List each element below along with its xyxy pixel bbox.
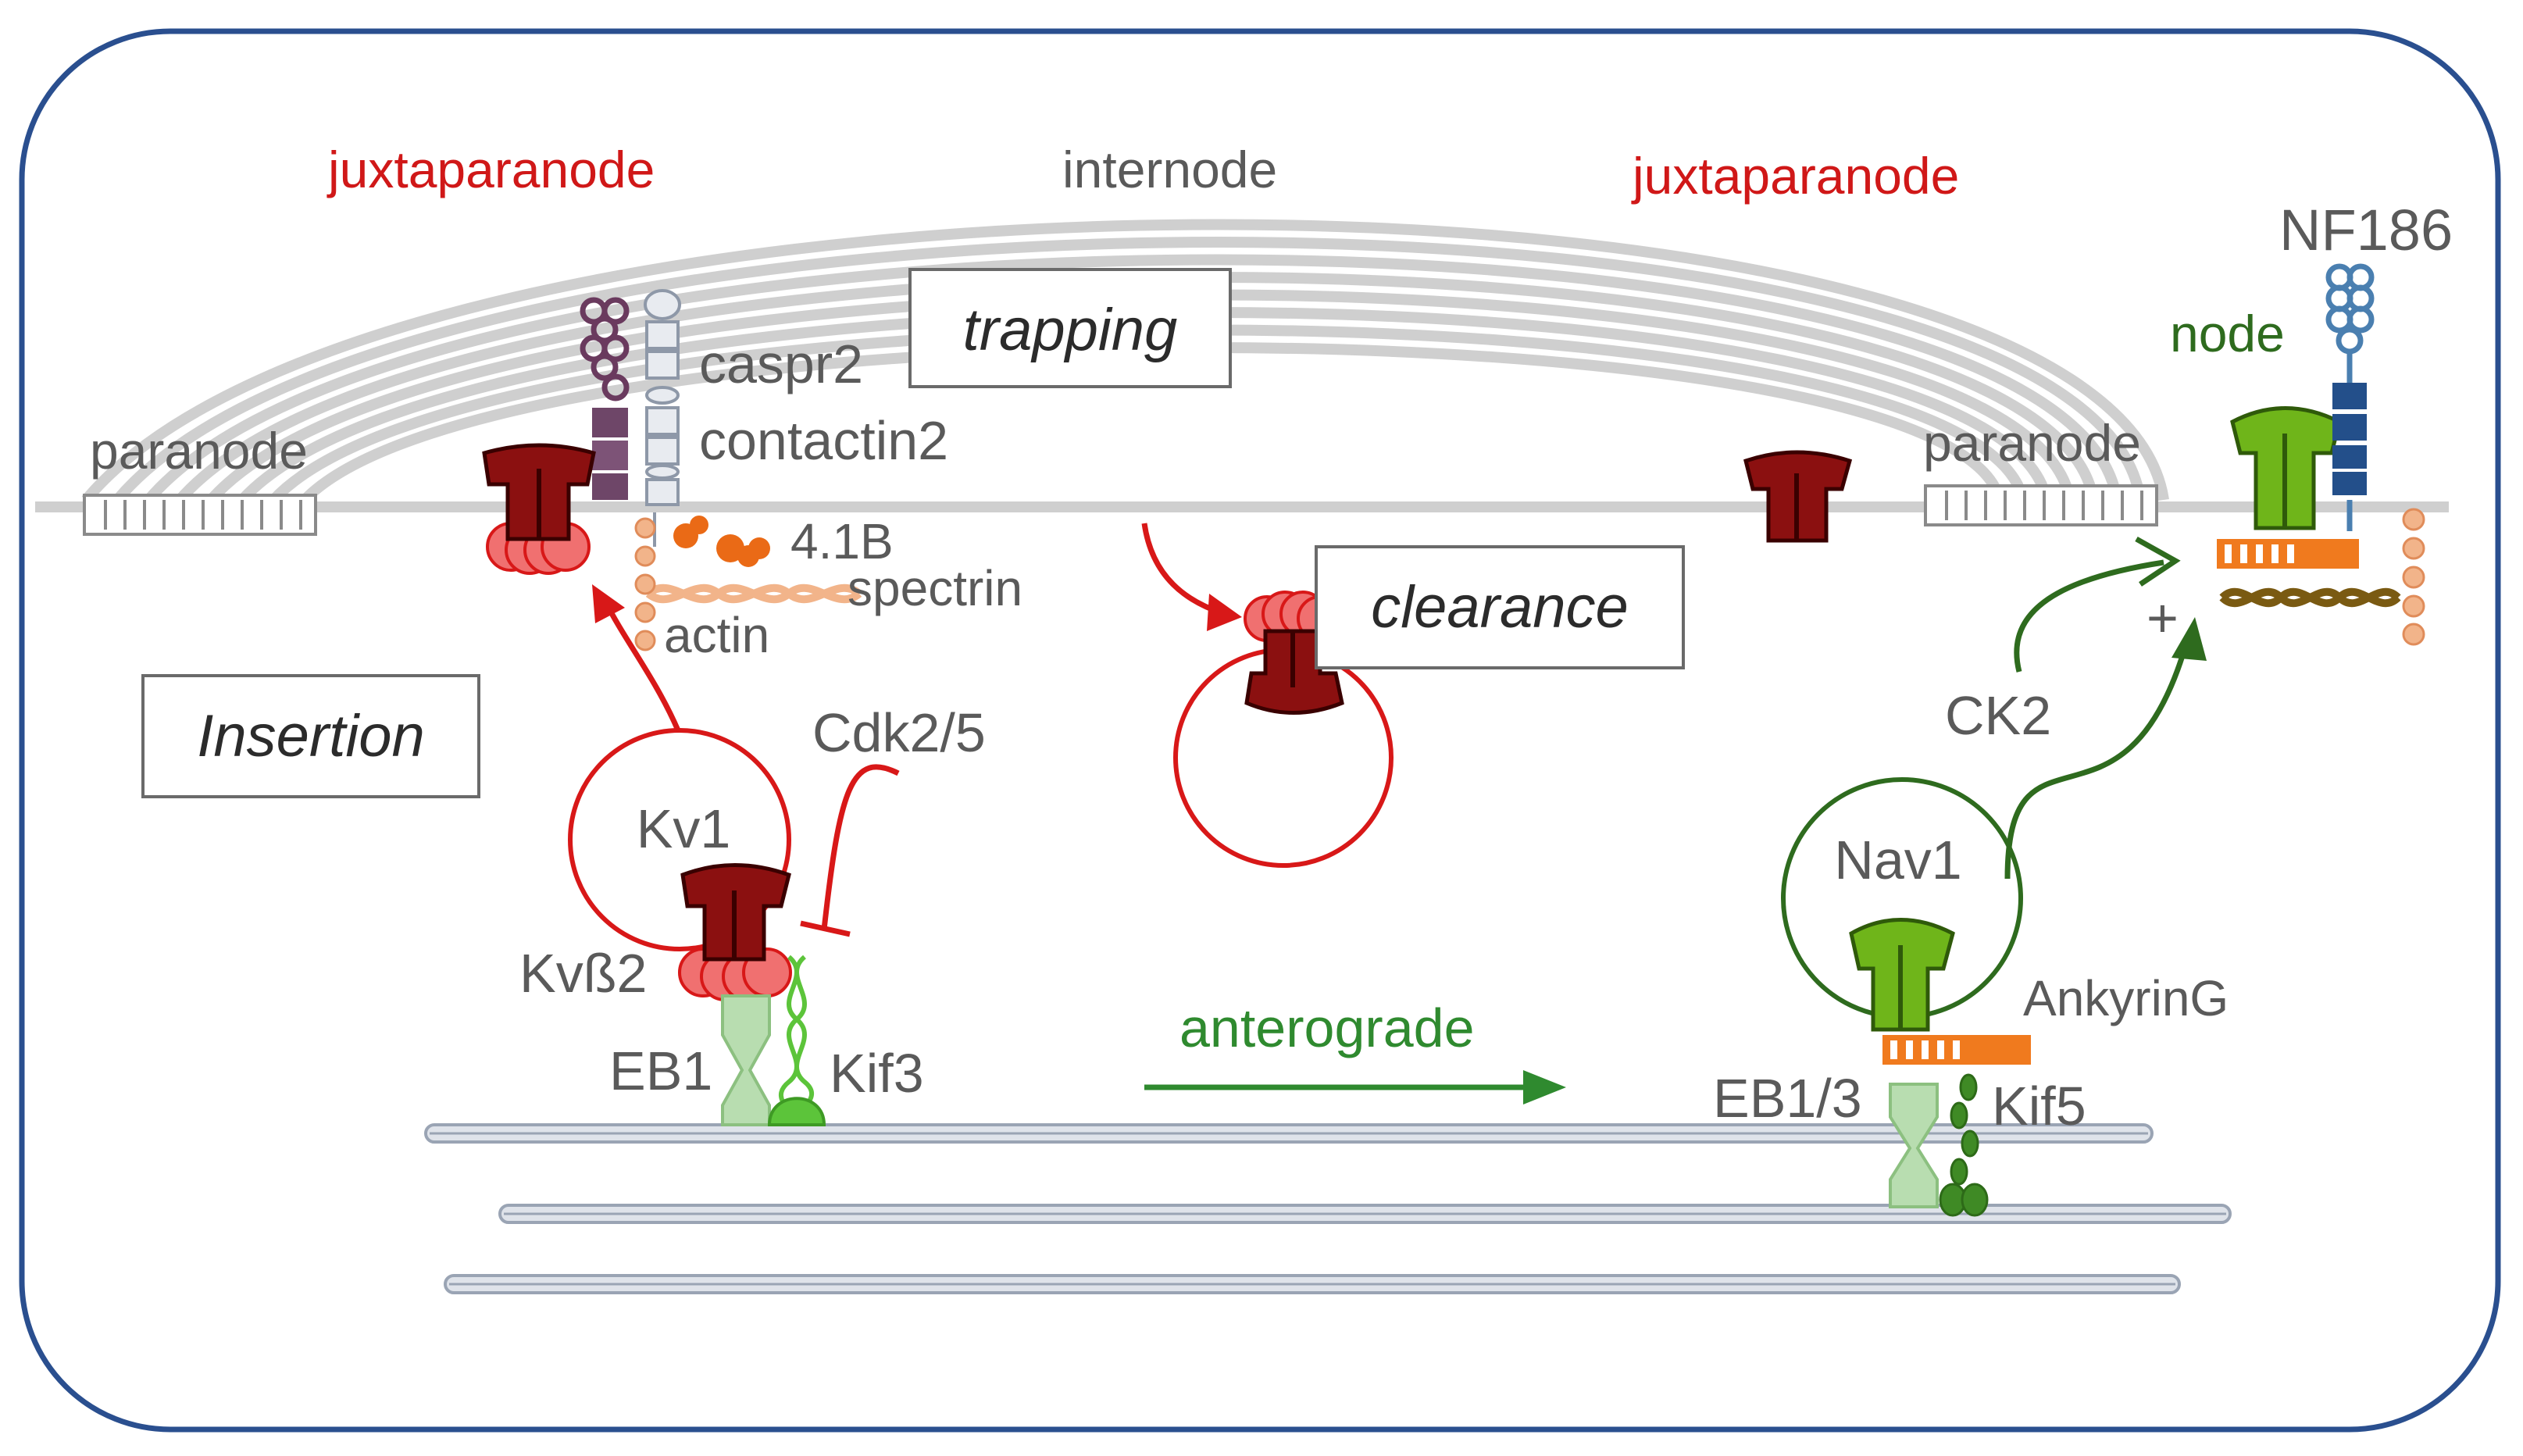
paranode-left-label: paranode bbox=[90, 422, 308, 480]
kv1-channel-membrane-left bbox=[482, 443, 596, 575]
eb13-label: EB1/3 bbox=[1713, 1068, 1862, 1129]
eb1-protein-shape bbox=[721, 994, 771, 1126]
internode-label: internode bbox=[1062, 141, 1277, 198]
spectrin-actin-shape bbox=[645, 583, 862, 604]
microtubule-3 bbox=[444, 1274, 2181, 1294]
protein-41b-label: 4.1B bbox=[790, 513, 894, 569]
nf186-protein-shape bbox=[2325, 263, 2375, 531]
nav1-label: Nav1 bbox=[1834, 830, 1961, 890]
kif3-label: Kif3 bbox=[830, 1043, 924, 1104]
ck2-arrow-upper bbox=[2014, 559, 2164, 673]
paranode-right-label: paranode bbox=[1923, 414, 2141, 472]
anterograde-arrowhead bbox=[1523, 1070, 1566, 1104]
eb1-label: EB1 bbox=[609, 1040, 712, 1101]
juxtaparanode-left-label: juxtaparanode bbox=[327, 141, 655, 198]
cdk25-inhibition-bar bbox=[800, 920, 851, 937]
clearance-box bbox=[1315, 545, 1685, 669]
kv1-label: Kv1 bbox=[637, 798, 731, 859]
insertion-label: Insertion bbox=[197, 703, 425, 769]
ankyring-label: AnkyrinG bbox=[2023, 970, 2229, 1026]
caspr2-label: caspr2 bbox=[699, 334, 863, 394]
ankyring-bar-vesicle bbox=[1882, 1035, 2031, 1065]
nav1-channel-vesicle bbox=[1849, 918, 1955, 1032]
nf186-label: NF186 bbox=[2279, 198, 2453, 262]
kif5-motor-shape bbox=[1939, 1073, 1989, 1217]
eb13-protein-shape bbox=[1889, 1083, 1939, 1208]
contactin2-label: contactin2 bbox=[699, 410, 948, 471]
juxtaparanode-right-label: juxtaparanode bbox=[1631, 147, 1959, 205]
actin-beads bbox=[634, 517, 656, 651]
insertion-box bbox=[141, 674, 480, 798]
trapping-label: trapping bbox=[963, 297, 1178, 363]
trapping-box bbox=[908, 268, 1232, 388]
plus-label: + bbox=[2147, 587, 2179, 648]
spectrin-label: spectrin bbox=[848, 560, 1022, 616]
ck2-arrowhead-lower bbox=[2171, 617, 2207, 661]
ck2-arrowhead-upper bbox=[2135, 536, 2181, 587]
myelin-arcs bbox=[81, 219, 2169, 504]
node-spectrin-shape bbox=[2219, 587, 2401, 608]
cdk25-inhibition-line bbox=[821, 764, 900, 930]
node-actin-beads bbox=[2402, 508, 2425, 646]
anterograde-label: anterograde bbox=[1179, 997, 1475, 1058]
clearance-arrowhead bbox=[1207, 594, 1242, 631]
kif3-motor-head bbox=[767, 1097, 826, 1126]
clearance-label: clearance bbox=[1371, 574, 1629, 641]
microtubules bbox=[424, 1123, 2232, 1294]
paranode-junction-left bbox=[83, 494, 317, 536]
ck2-label: CK2 bbox=[1945, 685, 2051, 746]
kvb2-label: Kvß2 bbox=[519, 943, 647, 1004]
kv1-channel-vesicle bbox=[678, 863, 792, 1001]
microtubule-2 bbox=[498, 1204, 2232, 1224]
caspr2-protein bbox=[580, 297, 630, 500]
insertion-arrowhead bbox=[592, 584, 625, 623]
kv1-vesicle bbox=[568, 728, 791, 951]
outer-frame bbox=[19, 28, 2501, 1433]
axon-membrane bbox=[35, 501, 2449, 512]
nav1-channel-node bbox=[2230, 406, 2342, 530]
actin-label: actin bbox=[664, 607, 769, 663]
insertion-arrow bbox=[602, 600, 681, 732]
node-label: node bbox=[2170, 305, 2285, 362]
kv1-channel-membrane-right bbox=[1743, 450, 1853, 543]
protein-41b-shape bbox=[673, 516, 770, 567]
ck2-arrow-lower bbox=[2004, 640, 2190, 880]
microtubule-1 bbox=[424, 1123, 2154, 1144]
ankyring-bar-node bbox=[2217, 539, 2359, 569]
cdk25-label: Cdk2/5 bbox=[812, 702, 986, 763]
kif5-label: Kif5 bbox=[1992, 1076, 2086, 1137]
paranode-junction-right bbox=[1924, 484, 2158, 526]
